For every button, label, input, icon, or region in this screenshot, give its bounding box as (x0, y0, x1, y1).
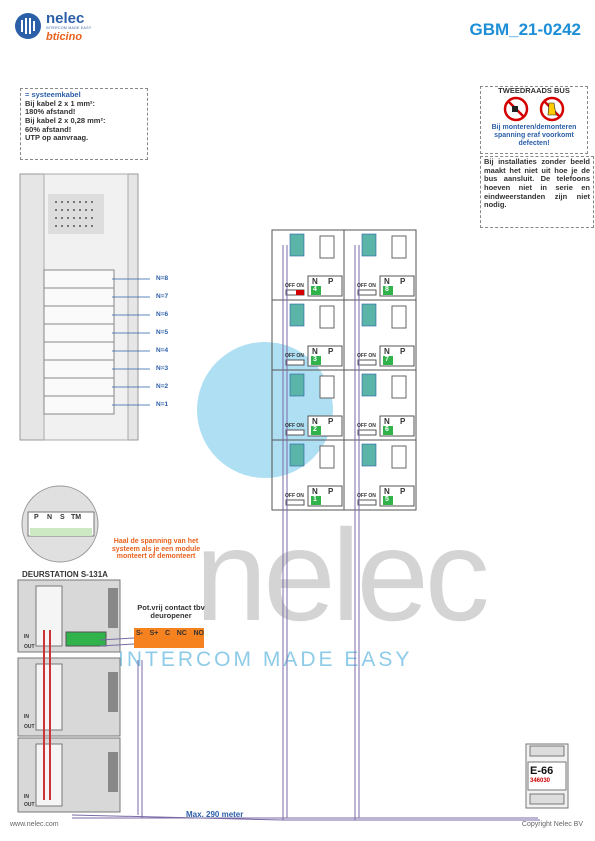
panel-button-label: N=2 (156, 383, 169, 390)
port-in-label: IN (24, 794, 29, 800)
relay-terminal-label: NC (176, 630, 187, 637)
switch-label: OFF ON (357, 283, 376, 289)
cable-note-line: Bij kabel 2 x 1 mm²: (25, 98, 96, 108)
apartment-number: 2 (313, 426, 317, 433)
no-power-warning-icon (503, 96, 565, 121)
logo-tagline: INTERCOM MADE EASY (46, 26, 92, 30)
relay-title: Pot.vrij contact tbv deuropener (137, 603, 205, 621)
cable-note-line: Bij kabel 2 x 0,28 mm²: (25, 115, 106, 125)
install-note: Bij installaties zonder beeld maakt het … (480, 156, 594, 228)
relay-module (134, 628, 204, 648)
cable-note-line: 180% afstand! (25, 107, 76, 117)
np-label: P (400, 277, 406, 286)
np-label: N (384, 347, 390, 356)
watermark-name: nelec (195, 502, 490, 648)
np-label: P (400, 347, 406, 356)
np-label: N (312, 347, 318, 356)
panel-button-label: N=7 (156, 293, 169, 300)
port-out-label: OUT (24, 724, 35, 730)
switch-label: OFF ON (285, 353, 304, 359)
cable-note: = systeemkabel Bij kabel 2 x 1 mm²: 180%… (20, 88, 148, 160)
cable-note-line: 60% afstand! (25, 124, 72, 134)
np-label: P (328, 417, 334, 426)
switch-label: OFF ON (357, 423, 376, 429)
np-label: N (384, 417, 390, 426)
np-label: N (312, 277, 318, 286)
power-supply-code: 346030 (530, 778, 551, 784)
cable-note-title: = systeemkabel (25, 90, 81, 99)
port-out-label: OUT (24, 644, 35, 650)
panel-button-label: N=8 (156, 275, 169, 282)
np-label: N (312, 487, 318, 496)
apartment-number: 5 (385, 496, 389, 503)
panel-button-label: N=6 (156, 311, 169, 318)
apartment-number: 7 (385, 356, 389, 363)
watermark-tagline: INTERCOM MADE EASY (118, 648, 413, 671)
np-label: N (312, 417, 318, 426)
nelec-logo-icon (15, 13, 41, 39)
np-label: P (400, 417, 406, 426)
apartment-number: 1 (313, 496, 317, 503)
connector-label: TM (71, 514, 82, 521)
apartment-number: 3 (313, 356, 317, 363)
switch-label: OFF ON (285, 423, 304, 429)
apartment-number: 6 (385, 426, 389, 433)
panel-button-label: N=3 (156, 365, 169, 372)
panel-button-label: N=5 (156, 329, 169, 336)
door-station-modules (17, 579, 121, 813)
relay-terminals: S- S+ C NC NO (136, 630, 204, 637)
port-in-label: IN (24, 634, 29, 640)
logo-brand: bticino (46, 31, 83, 43)
connector-detail (21, 485, 99, 563)
switch-label: OFF ON (357, 493, 376, 499)
switch-label: OFF ON (357, 353, 376, 359)
footer-copyright: Copyright Nelec BV (521, 821, 583, 828)
panel-button-label: N=4 (156, 347, 169, 354)
power-supply-model: E-66 (530, 765, 554, 777)
connector-label: S (60, 514, 65, 521)
switch-label: OFF ON (285, 493, 304, 499)
relay-terminal-label: S- (136, 630, 143, 637)
apartment-number: 8 (385, 286, 389, 293)
module-warning: Haal de spanning van het systeem als je … (111, 538, 201, 561)
np-label: P (400, 487, 406, 496)
np-label: P (328, 277, 334, 286)
switch-label: OFF ON (285, 283, 304, 289)
terminal-block-icon (289, 233, 377, 467)
apartment-number: 4 (313, 286, 317, 293)
off-on-switch-icon (285, 289, 377, 506)
relay-terminal-label: S+ (149, 630, 159, 637)
np-label: N (384, 277, 390, 286)
cable-note-line: UTP op aanvraag. (25, 133, 89, 143)
np-label: P (328, 487, 334, 496)
np-label: P (328, 347, 334, 356)
port-out-label: OUT (24, 802, 35, 808)
connector-label: N (47, 514, 53, 521)
handset-icon (319, 235, 407, 469)
relay-terminal-label: NO (193, 630, 204, 637)
port-in-label: IN (24, 714, 29, 720)
bus-note: TWEEDRAADS BUS Bij monteren/demonteren s… (480, 86, 588, 154)
relay-terminal-label: C (165, 630, 171, 637)
max-distance: Max. 290 meter (186, 810, 244, 819)
np-label: N (384, 487, 390, 496)
footer-url[interactable]: www.nelec.com (10, 821, 59, 828)
panel-button-label: N=1 (156, 401, 169, 408)
bus-note-title: TWEEDRAADS BUS (498, 86, 570, 95)
connector-label: P (34, 514, 39, 521)
document-code: GBM_21-0242 (469, 20, 581, 39)
door-station-title: DEURSTATION S-131A (22, 570, 108, 579)
logo-name: nelec (46, 10, 85, 27)
door-panel (19, 173, 150, 441)
bus-note-warning: Bij monteren/demonteren spanning eraf vo… (491, 124, 577, 148)
power-supply (525, 743, 569, 809)
